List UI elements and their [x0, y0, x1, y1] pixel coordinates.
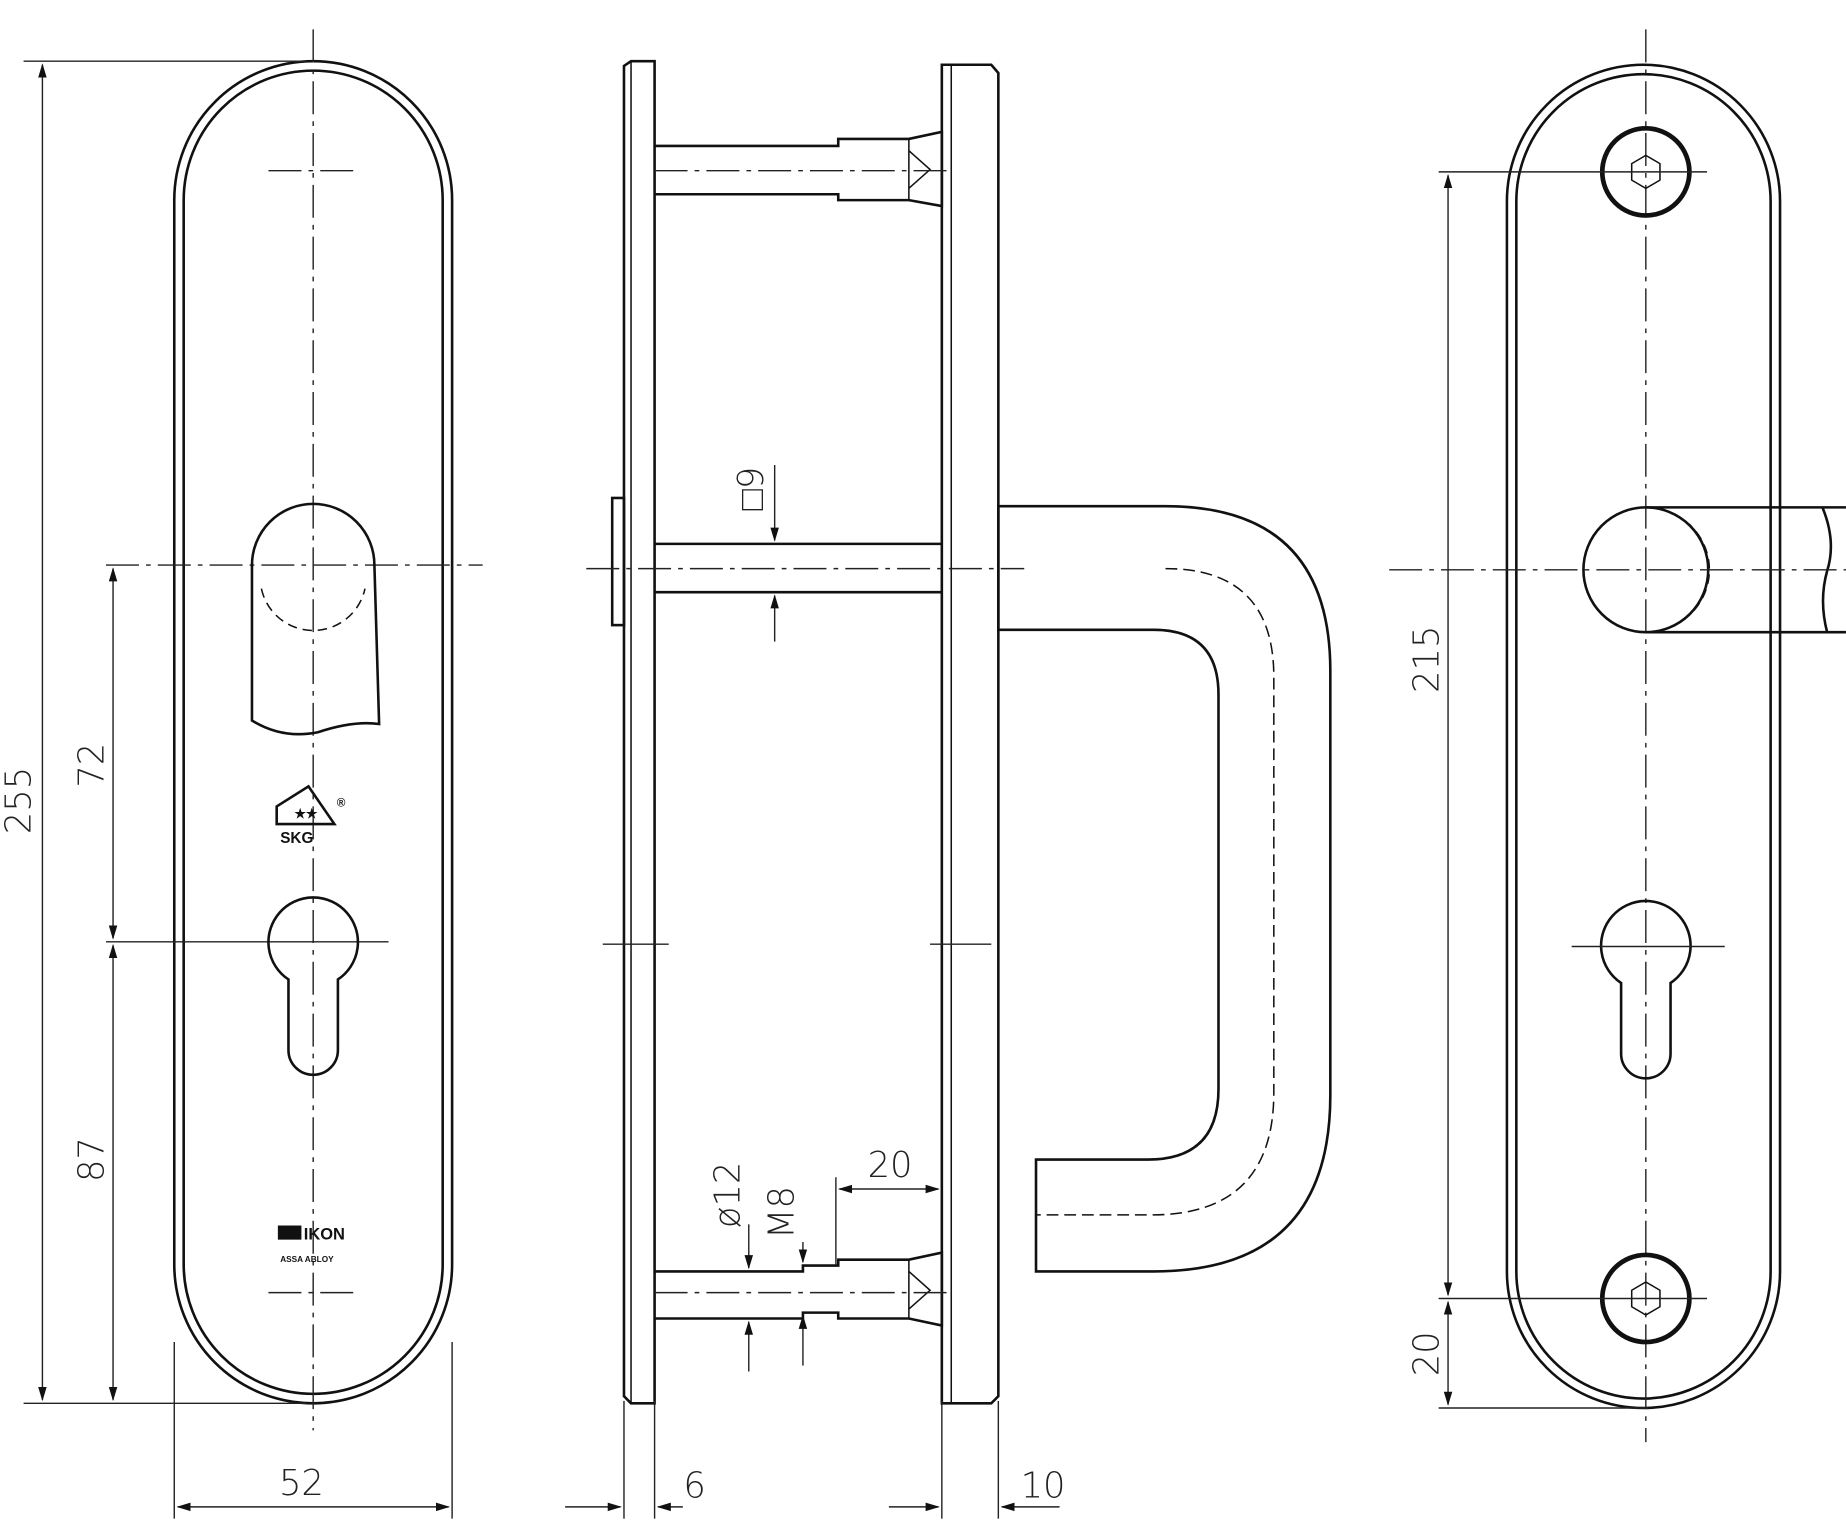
- svg-text:SKG: SKG: [280, 830, 313, 847]
- cylinder-keyhole: [267, 896, 360, 1077]
- dim-87: 87: [72, 1137, 113, 1182]
- dim-20-edge: 20: [1407, 1331, 1448, 1376]
- dim-spindle-square: □9: [731, 467, 772, 511]
- back-keyhole: [1599, 899, 1692, 1080]
- dim-72: 72: [72, 743, 113, 788]
- dim-screw-diameter: ø12: [707, 1162, 748, 1229]
- handle-rose: [250, 502, 381, 736]
- svg-text:★★: ★★: [294, 806, 318, 821]
- dim-52: 52: [279, 1463, 324, 1504]
- dim-6: 6: [683, 1465, 705, 1506]
- dim-10: 10: [1021, 1465, 1066, 1506]
- side-view: □9 ø12 M8 20 6 10: [565, 59, 1332, 1519]
- front-view-plate: ★★ ® SKG IKON ASSA ABLOY 255 72 87 52: [0, 29, 483, 1519]
- svg-text:IKON: IKON: [304, 1226, 345, 1244]
- dim-215: 215: [1407, 626, 1448, 693]
- ikon-logo: IKON ASSA ABLOY: [277, 1225, 345, 1264]
- skg-logo: ★★ ® SKG: [275, 784, 346, 847]
- dim-overall-height: 255: [0, 767, 40, 834]
- dim-bushing: 20: [868, 1145, 913, 1186]
- svg-text:ASSA ABLOY: ASSA ABLOY: [280, 1255, 334, 1264]
- lever-handle: [997, 504, 1332, 1273]
- dim-thread: M8: [762, 1186, 803, 1239]
- svg-text:®: ®: [337, 796, 346, 809]
- back-view-plate: 215 20: [1389, 29, 1846, 1443]
